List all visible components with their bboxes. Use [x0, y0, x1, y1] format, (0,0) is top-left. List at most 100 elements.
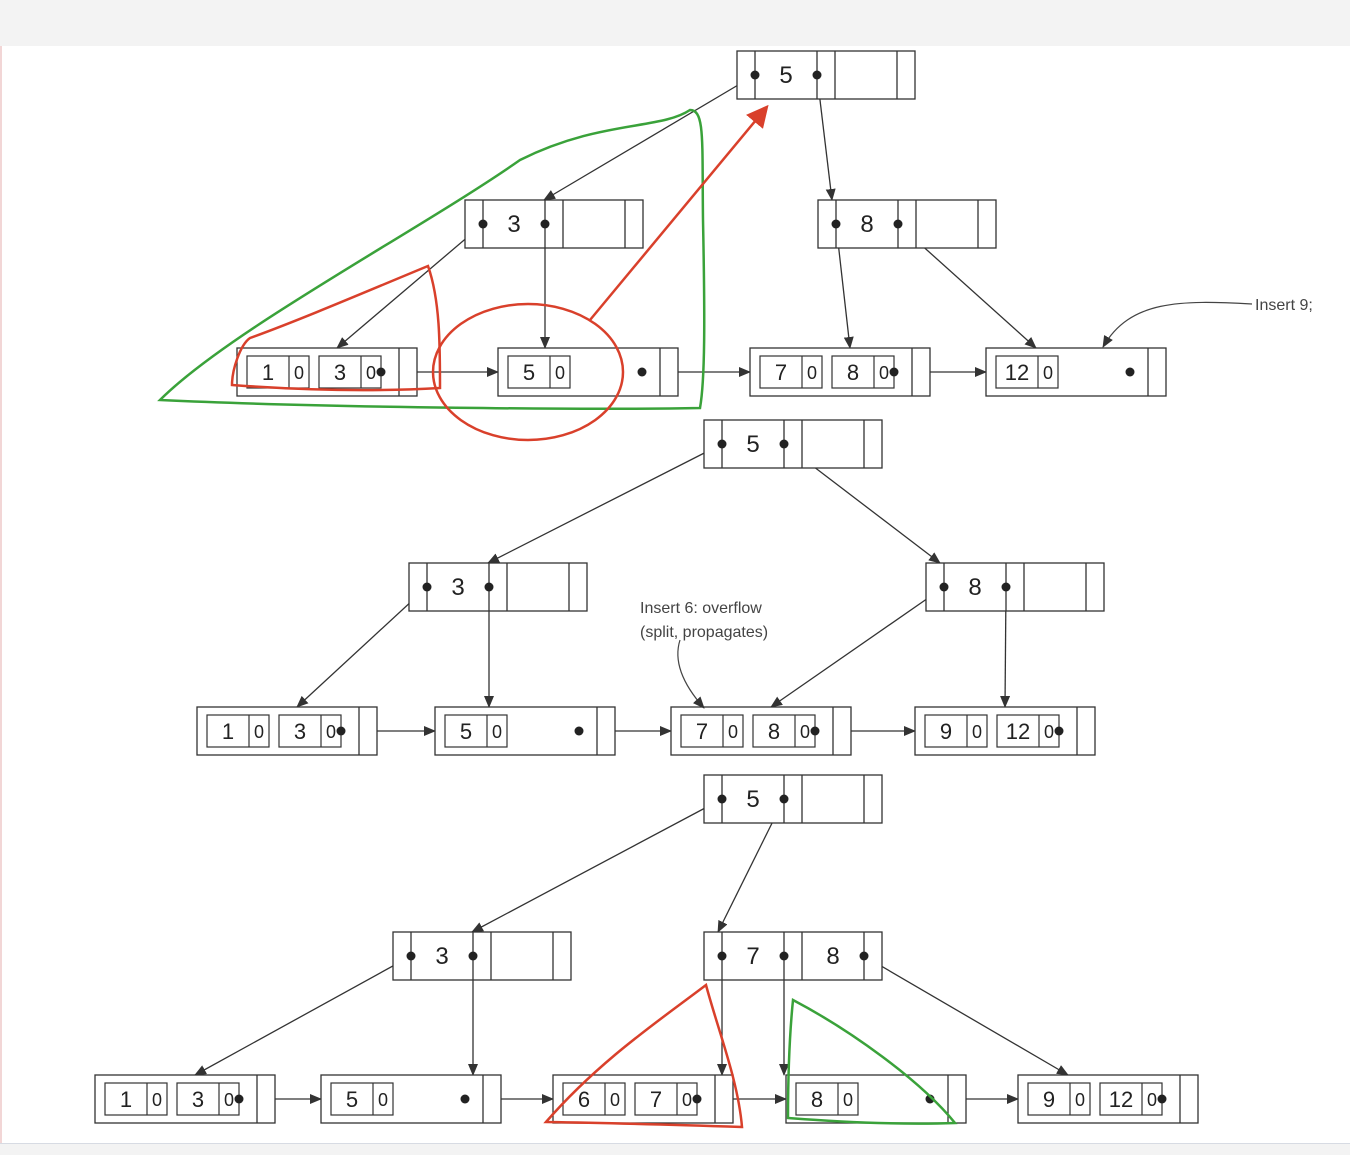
stage1-root-node: 5	[736, 50, 916, 100]
node-key: 5	[746, 431, 759, 458]
leaf-key: 3	[294, 719, 306, 744]
stage3-root-node: 5	[703, 774, 883, 824]
leaf-key: 1	[120, 1087, 132, 1112]
leaf-key: 3	[334, 360, 346, 385]
handdrawn-annotations	[157, 104, 958, 1129]
top-toolbar-strip	[0, 0, 1350, 46]
leaf-bit: 0	[843, 1090, 853, 1110]
red-arrow-up	[589, 104, 769, 321]
node-key: 8	[826, 943, 839, 970]
tree-edge	[336, 223, 484, 349]
pointer-dot	[859, 951, 869, 961]
leaf-bit: 0	[224, 1090, 234, 1110]
leaf-bit: 0	[972, 722, 982, 742]
leaf-bit: 0	[152, 1090, 162, 1110]
stage3-internal-node-1: 3	[392, 931, 572, 981]
stage1-leaf-node-4: 12 0	[985, 347, 1167, 397]
pointer-dot	[460, 1094, 470, 1104]
pointer-dot	[540, 219, 550, 229]
leaf-bit: 0	[610, 1090, 620, 1110]
pointer-dot	[484, 582, 494, 592]
leaf-key: 12	[1109, 1087, 1133, 1112]
leaf-key: 12	[1005, 360, 1029, 385]
pointer-dot	[717, 439, 727, 449]
leaf-bit: 0	[254, 722, 264, 742]
leaf-bit: 0	[294, 363, 304, 383]
leaf-key: 8	[847, 360, 859, 385]
red-triangle-bottom	[543, 982, 744, 1129]
insert-6-note: Insert 6: overflow (split, propagates)	[640, 600, 768, 709]
node-key: 3	[435, 943, 448, 970]
leaf-bit: 0	[728, 722, 738, 742]
leaf-bit: 0	[492, 722, 502, 742]
pointer-dot	[422, 582, 432, 592]
pointer-dot	[478, 219, 488, 229]
leaf-key: 1	[222, 719, 234, 744]
leaf-bit: 0	[1147, 1090, 1157, 1110]
tree-edge	[770, 586, 945, 708]
pointer-dot	[717, 951, 727, 961]
node-key: 5	[746, 786, 759, 813]
node-key: 7	[746, 943, 759, 970]
pointer-dot	[692, 1094, 702, 1104]
green-loop-top	[157, 108, 706, 410]
leaf-key: 8	[768, 719, 780, 744]
node-key: 5	[779, 62, 792, 89]
pointer-dot	[779, 794, 789, 804]
tree-edge	[194, 955, 412, 1076]
leaf-bit: 0	[1043, 363, 1053, 383]
pointer-dot	[468, 951, 478, 961]
tree-edge	[471, 798, 723, 933]
leaf-key: 3	[192, 1087, 204, 1112]
stage2-internal-node-1: 3	[408, 562, 588, 612]
leaf-key: 5	[460, 719, 472, 744]
leaf-key: 9	[940, 719, 952, 744]
pointer-dot	[889, 367, 899, 377]
leaf-key: 1	[262, 360, 274, 385]
leaf-bit: 0	[1075, 1090, 1085, 1110]
pointer-dot	[779, 439, 789, 449]
tree-edge	[487, 443, 723, 564]
pointer-dot	[717, 794, 727, 804]
leaf-key: 7	[650, 1087, 662, 1112]
leaf-key: 7	[775, 360, 787, 385]
leaf-bit: 0	[366, 363, 376, 383]
leaf-bit: 0	[1044, 722, 1054, 742]
leaf-bit: 0	[555, 363, 565, 383]
leaf-bit: 0	[807, 363, 817, 383]
pointer-dot	[376, 367, 386, 377]
pointer-dot	[406, 951, 416, 961]
pointer-dot	[1125, 367, 1135, 377]
tree-edge	[863, 955, 1069, 1076]
left-margin-rule	[0, 46, 2, 1146]
leaf-bit: 0	[879, 363, 889, 383]
bottom-scroll-strip	[0, 1143, 1350, 1155]
pointer-dot	[1001, 582, 1011, 592]
green-triangle-bottom	[786, 998, 958, 1125]
pointer-dot	[637, 367, 647, 377]
pointer-dot	[939, 582, 949, 592]
leaf-key: 5	[346, 1087, 358, 1112]
pointer-dot	[574, 726, 584, 736]
leaf-key: 8	[811, 1087, 823, 1112]
pointer-dot	[831, 219, 841, 229]
insert-9-note: Insert 9;	[1102, 297, 1313, 348]
insert-6-label-line1: Insert 6: overflow	[640, 600, 762, 617]
pointer-dot	[810, 726, 820, 736]
stage1-internal-node-2: 8	[817, 199, 997, 249]
pointer-dot	[336, 726, 346, 736]
red-loop-left-leaf	[230, 264, 442, 392]
